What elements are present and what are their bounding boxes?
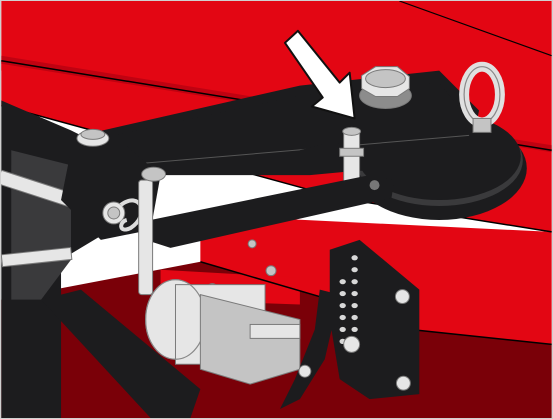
hex-bolt [107,206,121,220]
link-hole [369,180,380,191]
adjustment-hole [351,291,358,297]
callout-arrow [283,29,356,120]
bracket-bolt [394,289,410,305]
adjustment-hole [339,314,346,321]
adjustment-hole [339,279,346,285]
frame-tube [1,246,73,268]
adjustment-hole [351,326,358,333]
arrow-down-right-icon [283,29,356,120]
gearbox-housing [199,293,301,385]
pivot-pin-assembly [145,126,395,248]
adjustment-hole [351,302,358,309]
adjustment-hole [339,302,346,309]
bracket-plate [329,239,420,400]
left-frame [1,100,201,418]
eye-bolt [459,61,505,133]
rod-cap [141,166,167,182]
hex-nut [359,66,412,109]
gearbox-cylinder [145,279,301,385]
link-rod [279,289,340,410]
frame-plate-inner [11,150,71,300]
hitch-arm [80,61,527,220]
adjustment-hole [351,255,358,261]
diagonal-strut [41,289,201,418]
deck-edge-line [399,1,552,57]
rod-bolt [298,364,312,378]
adjustment-hole [339,326,346,333]
vertical-rod [138,179,154,296]
cotter-pin [119,198,144,232]
arm-edge [120,134,470,166]
adjustment-hole [351,314,358,321]
bolt-head [265,265,277,277]
pivot-pin-collar [339,147,365,157]
pivot-pin-top [342,126,362,136]
frame-beam [61,145,161,240]
bolt-head [80,128,106,140]
shaft [249,323,301,339]
adjustment-hole [351,267,358,273]
adjustment-bracket [279,239,420,410]
bolt-head [247,239,257,249]
rod-bolt [343,335,361,353]
adjustment-hole [339,291,346,297]
adjustment-hole [351,279,358,285]
bracket-bolt [395,375,411,391]
lower-link [145,175,395,248]
